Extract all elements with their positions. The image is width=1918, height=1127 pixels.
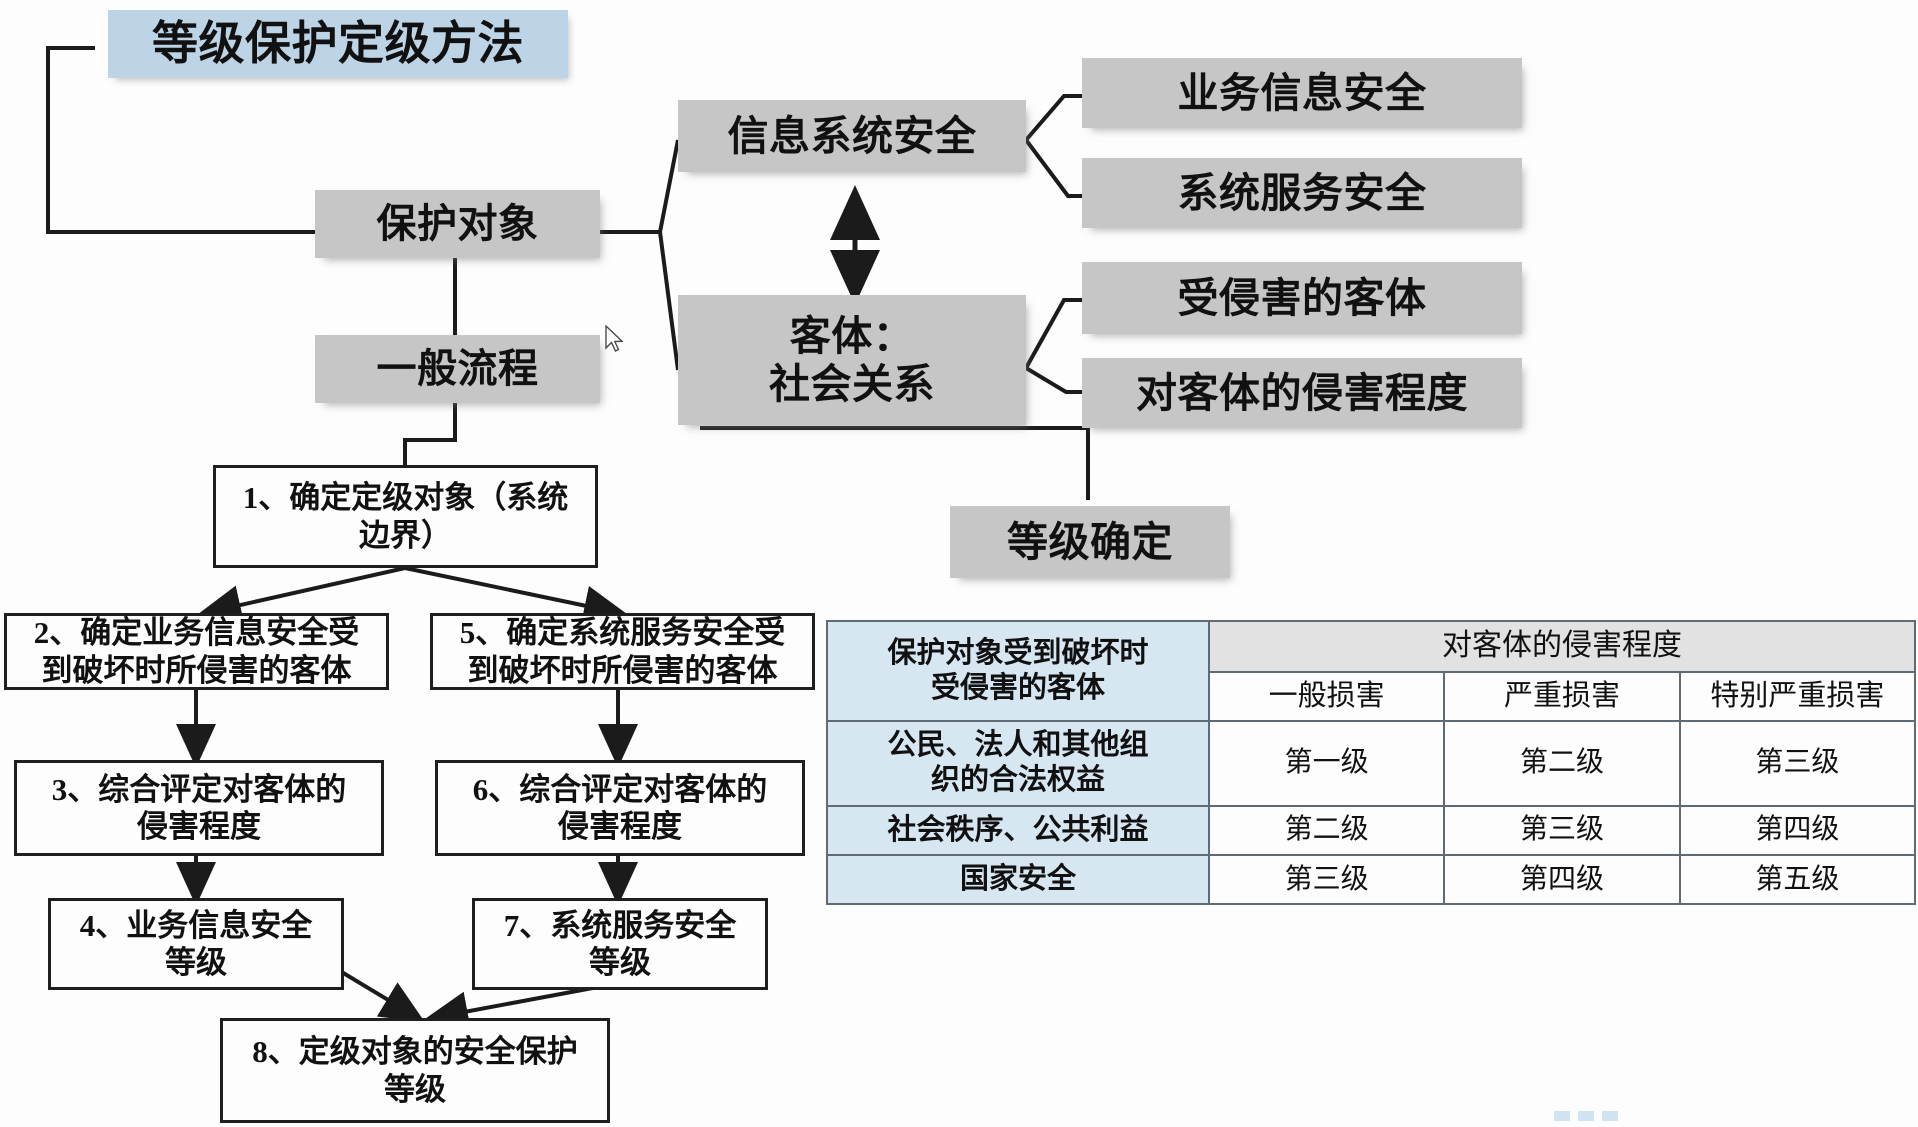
flow-box-step4[interactable]: 4、业务信息安全 等级: [48, 898, 344, 990]
title-node[interactable]: 等级保护定级方法: [108, 10, 568, 78]
flow-step6-line1: 6、综合评定对客体的: [472, 771, 768, 807]
node-grade-determination-label: 等级确定: [1007, 518, 1173, 565]
flow-box-step6[interactable]: 6、综合评定对客体的 侵害程度: [435, 760, 805, 856]
table-sub-header-1: 严重损害: [1443, 670, 1681, 722]
table-sub-header-2: 特别严重损害: [1678, 670, 1917, 722]
table-cell-2-1: 第四级: [1443, 854, 1681, 906]
flow-step6-line2: 侵害程度: [558, 809, 682, 844]
table-row: 国家安全 第三级 第四级 第五级: [826, 854, 1917, 906]
node-system-service-security[interactable]: 系统服务安全: [1082, 158, 1522, 228]
flow-box-step3[interactable]: 3、综合评定对客体的 侵害程度: [14, 760, 384, 856]
table-cell-1-1: 第三级: [1443, 804, 1681, 857]
node-damaged-object[interactable]: 受侵害的客体: [1082, 262, 1522, 334]
node-business-info-security-label: 业务信息安全: [1177, 69, 1427, 116]
table-row-label-0-line1: 公民、法人和其他组: [887, 728, 1149, 761]
node-info-system-security[interactable]: 信息系统安全: [678, 100, 1026, 172]
table-row-label-1: 社会秩序、公共利益: [826, 804, 1210, 857]
flow-box-step8[interactable]: 8、定级对象的安全保护 等级: [220, 1018, 610, 1123]
table-cell-2-0: 第三级: [1207, 854, 1446, 906]
table-row-label-0: 公民、法人和其他组 织的合法权益: [826, 719, 1210, 807]
table-corner-header: 保护对象受到破坏时 受侵害的客体: [826, 620, 1210, 722]
node-damage-degree-label: 对客体的侵害程度: [1136, 369, 1468, 416]
table-cell-2-2: 第五级: [1678, 854, 1917, 906]
table-cell-0-2: 第三级: [1678, 719, 1917, 807]
node-object-line1: 客体：: [789, 312, 915, 359]
table-row: 公民、法人和其他组 织的合法权益 第一级 第二级 第三级: [826, 719, 1917, 807]
flow-step4-line1: 4、业务信息安全: [79, 907, 313, 943]
table-cell-1-0: 第二级: [1207, 804, 1446, 857]
flow-step3-line2: 侵害程度: [137, 809, 261, 844]
flow-step8-line2: 等级: [384, 1071, 446, 1107]
table-header-row-1: 保护对象受到破坏时 受侵害的客体 对客体的侵害程度: [826, 620, 1916, 722]
flow-step2-line1: 2、确定业务信息安全受: [33, 615, 360, 651]
flow-box-step1[interactable]: 1、确定定级对象（系统 边界）: [213, 465, 598, 568]
flow-step7-line1: 7、系统服务安全: [503, 907, 737, 943]
node-protect-object[interactable]: 保护对象: [315, 190, 600, 258]
table-group-header: 对客体的侵害程度: [1208, 620, 1916, 673]
grade-table: 保护对象受到破坏时 受侵害的客体 对客体的侵害程度 一般损害 严重损害 特别严重…: [826, 620, 1917, 906]
table-row-label-2: 国家安全: [826, 854, 1210, 906]
node-system-service-security-label: 系统服务安全: [1177, 169, 1427, 216]
table-row-label-1-line1: 社会秩序、公共利益: [887, 813, 1149, 846]
flow-box-step2[interactable]: 2、确定业务信息安全受 到破坏时所侵害的客体: [4, 613, 389, 690]
flow-step1-line1: 1、确定定级对象（系统: [242, 480, 569, 516]
node-damage-degree[interactable]: 对客体的侵害程度: [1082, 358, 1522, 428]
flow-step2-line2: 到破坏时所侵害的客体: [41, 652, 352, 688]
flow-step7-line2: 等级: [589, 945, 651, 980]
table-corner-header-line2: 受侵害的客体: [930, 671, 1105, 704]
node-grade-determination[interactable]: 等级确定: [950, 506, 1230, 578]
flow-box-step5[interactable]: 5、确定系统服务安全受 到破坏时所侵害的客体: [430, 613, 815, 690]
node-info-system-security-label: 信息系统安全: [727, 112, 977, 159]
table-header-row-2: 一般损害 严重损害 特别严重损害: [827, 670, 1917, 722]
node-object-social-relation[interactable]: 客体： 社会关系: [678, 295, 1026, 425]
flow-step4-line2: 等级: [165, 945, 227, 980]
node-protect-object-label: 保护对象: [376, 201, 539, 247]
node-object-line2: 社会关系: [769, 361, 935, 407]
node-general-process-label: 一般流程: [376, 346, 539, 392]
watermark-dots: [1554, 1111, 1618, 1121]
table-row-label-2-line1: 国家安全: [959, 863, 1076, 896]
table-cell-1-2: 第四级: [1678, 804, 1917, 857]
table-cell-0-1: 第二级: [1443, 719, 1681, 807]
table-corner-header-line1: 保护对象受到破坏时: [887, 636, 1149, 669]
flow-step3-line1: 3、综合评定对客体的: [51, 771, 347, 807]
title-node-label: 等级保护定级方法: [152, 17, 524, 69]
flow-step8-line1: 8、定级对象的安全保护: [252, 1034, 578, 1070]
flow-step5-line2: 到破坏时所侵害的客体: [467, 652, 778, 688]
node-general-process[interactable]: 一般流程: [315, 335, 600, 403]
flow-box-step7[interactable]: 7、系统服务安全 等级: [472, 898, 768, 990]
table-row-label-0-line2: 织的合法权益: [930, 764, 1105, 797]
table-cell-0-0: 第一级: [1207, 719, 1446, 807]
mouse-cursor-icon: [605, 325, 624, 352]
table-sub-header-0: 一般损害: [1207, 670, 1446, 722]
flow-step1-line2: 边界）: [359, 517, 452, 553]
node-business-info-security[interactable]: 业务信息安全: [1082, 58, 1522, 128]
table-row: 社会秩序、公共利益 第二级 第三级 第四级: [826, 804, 1917, 857]
flow-step5-line1: 5、确定系统服务安全受: [459, 615, 786, 651]
node-damaged-object-label: 受侵害的客体: [1177, 274, 1427, 321]
